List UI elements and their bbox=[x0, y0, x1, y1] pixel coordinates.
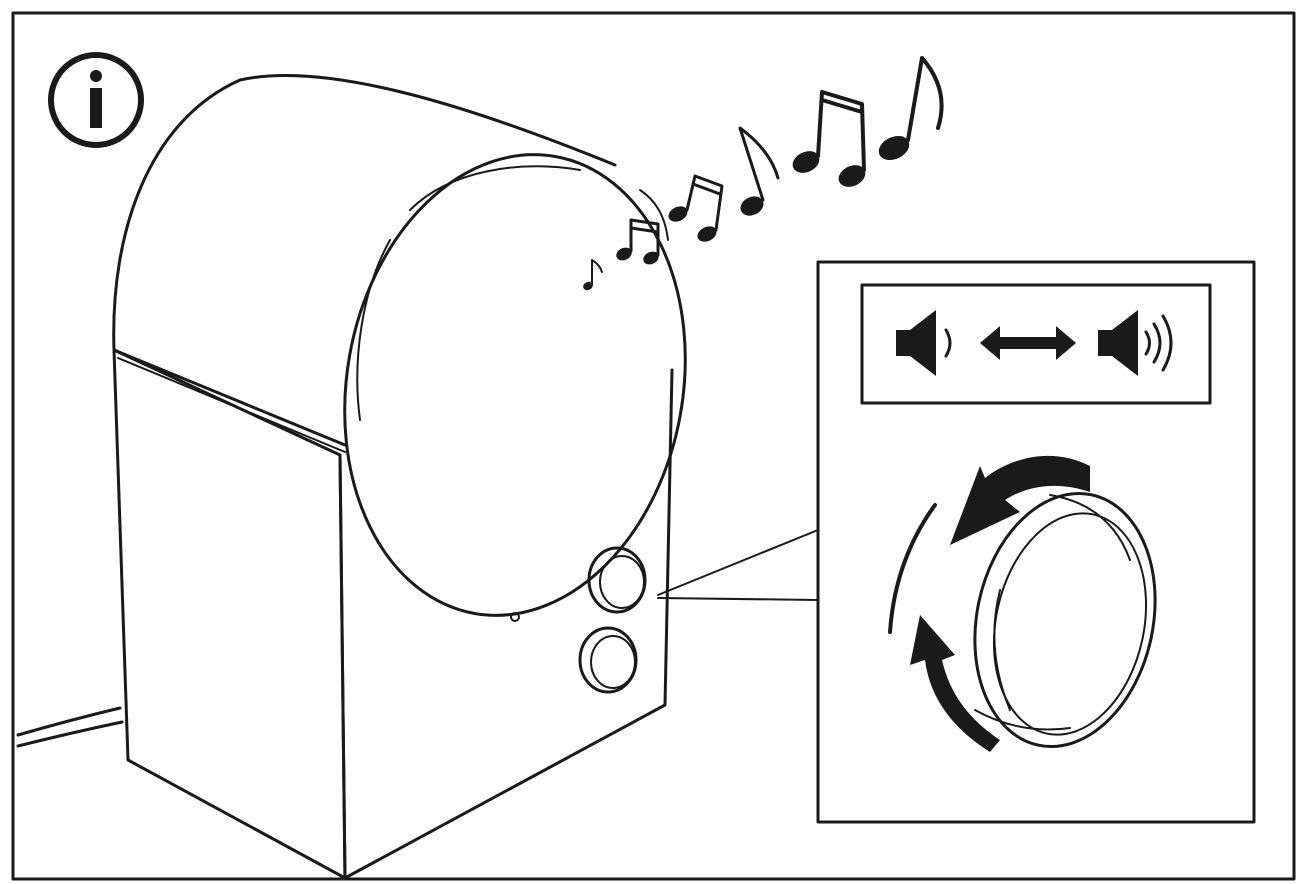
speaker-illustration bbox=[112, 74, 687, 880]
callout-pointer bbox=[657, 529, 819, 601]
volume-knob bbox=[587, 546, 647, 614]
double-arrow-icon bbox=[980, 326, 1076, 360]
speaker-high-volume-icon bbox=[1098, 310, 1173, 376]
speaker-grille bbox=[343, 153, 687, 617]
figure-frame bbox=[11, 11, 1296, 881]
rotate-knob-arrows-icon bbox=[888, 455, 1157, 752]
info-circle-icon bbox=[48, 52, 144, 148]
power-cable bbox=[16, 706, 124, 748]
speaker-low-volume-icon bbox=[896, 310, 952, 376]
power-knob bbox=[578, 626, 638, 694]
speaker-dome bbox=[112, 74, 617, 352]
speaker-right-face bbox=[338, 368, 674, 880]
knob-callout-panel bbox=[816, 260, 1256, 824]
speaker-led bbox=[510, 612, 520, 622]
music-notes-icon bbox=[583, 56, 944, 291]
volume-indicator-box bbox=[860, 283, 1212, 405]
